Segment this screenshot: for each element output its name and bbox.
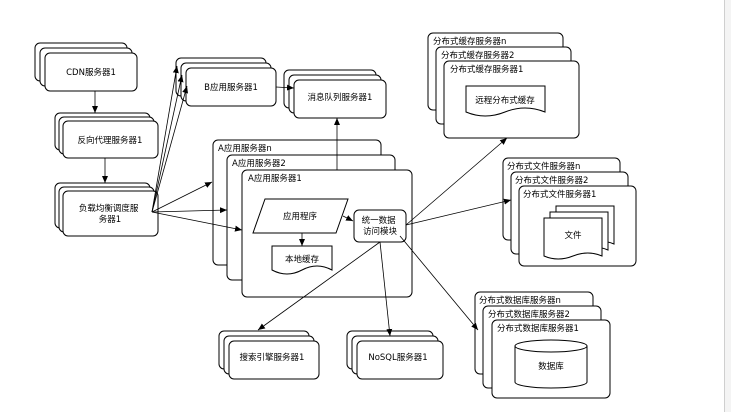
local-cache-label: 本地缓存 — [285, 254, 320, 265]
search-engine-label: 搜索引擎服务器1 — [240, 352, 305, 363]
edge-lb-an — [151, 181, 213, 213]
database-label: 数据库 — [538, 361, 564, 372]
edge-access-search — [257, 241, 381, 331]
local-cache-node — [271, 245, 333, 275]
file-server-n-label: 分布式文件服务器n — [507, 161, 580, 172]
load-balancer-stack: 负载均衡调度服 务器1 — [54, 182, 159, 237]
edge-b-mq — [275, 84, 295, 91]
document-icon — [543, 205, 615, 260]
page-edge — [724, 0, 731, 412]
database-cylinder-icon — [514, 339, 588, 389]
data-access-module-label: 统一数据 访问模块 — [362, 215, 399, 237]
cache-server-n-label: 分布式缓存服务器n — [433, 36, 506, 47]
a-app-server-1-label: A应用服务器1 — [248, 173, 302, 184]
edge-lb-b3 — [151, 85, 189, 213]
cdn-server-stack: CDN服务器1 — [34, 42, 138, 92]
cache-server-1-label: 分布式缓存服务器1 — [450, 64, 523, 75]
a-app-server-2-label: A应用服务器2 — [232, 158, 286, 169]
b-app-server-label: B应用服务器1 — [204, 82, 258, 93]
file-server-2-label: 分布式文件服务器2 — [515, 175, 588, 186]
cdn-server-label: CDN服务器1 — [66, 67, 116, 78]
db-server-n-label: 分布式数据库服务器n — [479, 295, 561, 306]
reverse-proxy-stack: 反向代理服务器1 — [54, 112, 159, 159]
nosql-stack: NoSQL服务器1 — [346, 330, 444, 380]
a-app-server-n-label: A应用服务器n — [218, 143, 272, 154]
edge-app-access — [342, 215, 354, 222]
db-server-2-label: 分布式数据库服务器2 — [488, 309, 570, 320]
distributed-file-stack: 分布式文件服务器n 分布式文件服务器2 分布式文件服务器1 文件 — [502, 157, 637, 267]
cache-server-2-label: 分布式缓存服务器2 — [441, 50, 514, 61]
application-program-label: 应用程序 — [283, 211, 318, 222]
edge-lb-b1 — [151, 65, 179, 213]
remote-cache-label: 远程分布式缓存 — [475, 95, 535, 106]
load-balancer-label: 负载均衡调度服 务器1 — [79, 203, 141, 225]
edge-lb-a1 — [151, 211, 243, 232]
distributed-database-stack: 分布式数据库服务器n 分布式数据库服务器2 分布式数据库服务器1 数据库 — [474, 291, 611, 399]
edge-access-cache — [405, 137, 508, 226]
nosql-label: NoSQL服务器1 — [368, 352, 427, 363]
edge-access-file — [405, 198, 512, 226]
data-access-module-node — [353, 209, 407, 243]
file-server-1-label: 分布式文件服务器1 — [523, 189, 596, 200]
a-app-server-stack: A应用服务器n A应用服务器2 A应用服务器1 应用程序 本地缓存 统一数据 访… — [212, 139, 413, 298]
connectors — [92, 65, 512, 337]
reverse-proxy-label: 反向代理服务器1 — [78, 135, 143, 146]
remote-cache-node — [465, 85, 546, 117]
distributed-cache-stack: 分布式缓存服务器n 分布式缓存服务器2 分布式缓存服务器1 远程分布式缓存 — [427, 32, 580, 139]
edge-lb-b2 — [151, 74, 184, 213]
edge-access-nosql — [379, 241, 393, 337]
db-server-1-label: 分布式数据库服务器1 — [497, 323, 579, 334]
application-program-node — [252, 198, 349, 234]
edge-access-db — [399, 235, 479, 331]
message-queue-label: 消息队列服务器1 — [308, 92, 373, 103]
edge-lb-a2 — [151, 207, 228, 214]
search-engine-stack: 搜索引擎服务器1 — [218, 330, 320, 380]
file-document-label: 文件 — [564, 230, 582, 241]
b-app-server-stack: B应用服务器1 — [175, 57, 277, 107]
message-queue-stack: 消息队列服务器1 — [283, 69, 387, 119]
